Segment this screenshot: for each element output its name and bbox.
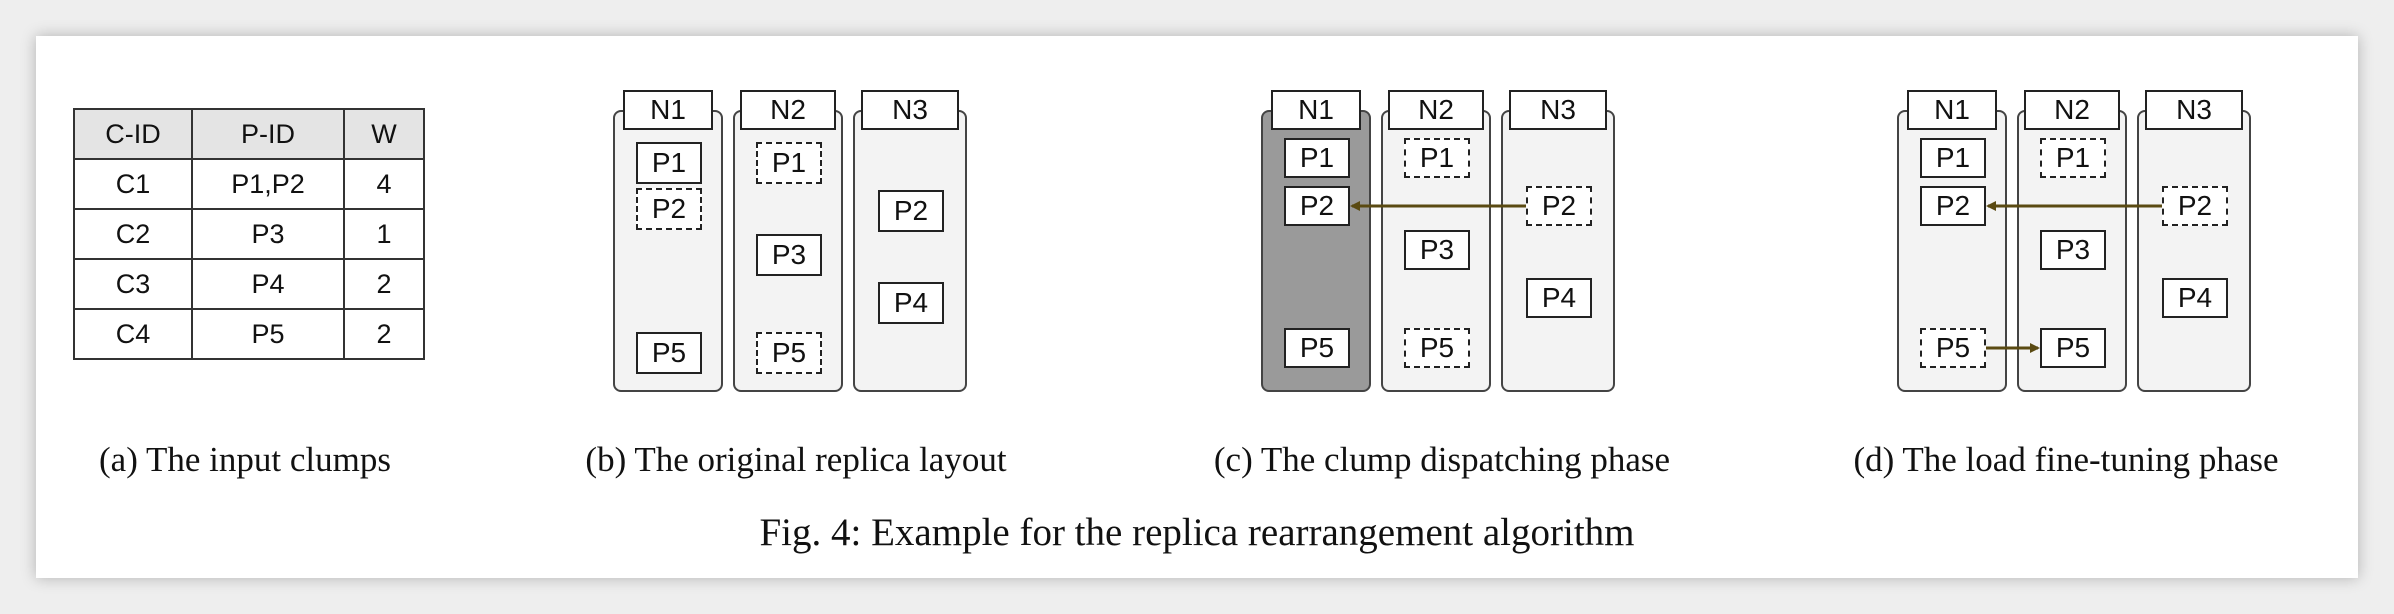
node-label: N2 (740, 90, 836, 130)
node-label: N3 (861, 90, 959, 130)
node-label: N3 (2145, 90, 2243, 130)
caption-a: (a) The input clumps (99, 440, 391, 479)
partition-replica: P1 (1284, 138, 1350, 178)
table-cell: 2 (343, 258, 425, 310)
partition-replica: P2 (1920, 186, 1986, 226)
table-cell: C3 (73, 258, 193, 310)
table-row: C4 P5 2 (73, 308, 425, 360)
table-cell: C2 (73, 208, 193, 260)
clump-table: C-ID P-ID W C1 P1,P2 4 C2 P3 1 C3 P4 2 C… (73, 108, 425, 360)
partition-replica-dashed: P2 (2162, 186, 2228, 226)
partition-replica-dashed: P2 (1526, 186, 1592, 226)
figure-card: C-ID P-ID W C1 P1,P2 4 C2 P3 1 C3 P4 2 C… (36, 36, 2358, 578)
partition-replica: P4 (878, 282, 944, 324)
table-row: C3 P4 2 (73, 258, 425, 310)
table-cell: 2 (343, 308, 425, 360)
partition-replica: P3 (2040, 230, 2106, 270)
partition-replica-dashed: P5 (756, 332, 822, 374)
migration-arrows (1350, 201, 2162, 353)
caption-c: (c) The clump dispatching phase (1213, 440, 1671, 479)
table-row: C2 P3 1 (73, 208, 425, 260)
column-header: C-ID (73, 108, 193, 160)
partition-replica: P3 (1404, 230, 1470, 270)
partition-replica: P4 (2162, 278, 2228, 318)
partition-replica-dashed: P5 (1404, 328, 1470, 368)
table-cell: C4 (73, 308, 193, 360)
node-n3 (853, 110, 967, 392)
partition-replica: P5 (1284, 328, 1350, 368)
partition-replica: P3 (756, 234, 822, 276)
partition-replica: P5 (636, 332, 702, 374)
caption-b: (b) The original replica layout (585, 440, 1007, 479)
node-label: N1 (1907, 90, 1997, 130)
partition-replica-dashed: P5 (1920, 328, 1986, 368)
table-cell: P1,P2 (191, 158, 345, 210)
table-cell: P5 (191, 308, 345, 360)
node-label: N1 (1271, 90, 1361, 130)
node-n1 (1897, 110, 2007, 392)
table-row: C1 P1,P2 4 (73, 158, 425, 210)
table-cell: C1 (73, 158, 193, 210)
node-label: N2 (1388, 90, 1484, 130)
partition-replica: P2 (878, 190, 944, 232)
partition-replica: P4 (1526, 278, 1592, 318)
node-label: N3 (1509, 90, 1607, 130)
partition-replica-dashed: P1 (1404, 138, 1470, 178)
table-cell: 4 (343, 158, 425, 210)
column-header: P-ID (191, 108, 345, 160)
partition-replica: P5 (2040, 328, 2106, 368)
node-label: N1 (623, 90, 713, 130)
table-header-row: C-ID P-ID W (73, 108, 425, 160)
partition-replica-dashed: P1 (2040, 138, 2106, 178)
table-cell: P4 (191, 258, 345, 310)
node-label: N2 (2024, 90, 2120, 130)
figure-caption: Fig. 4: Example for the replica rearrang… (759, 511, 1635, 554)
node-n3 (1501, 110, 1615, 392)
table-cell: P3 (191, 208, 345, 260)
partition-replica: P2 (1284, 186, 1350, 226)
caption-d: (d) The load fine-tuning phase (1853, 440, 2279, 479)
column-header: W (343, 108, 425, 160)
partition-replica-dashed: P2 (636, 188, 702, 230)
partition-replica: P1 (1920, 138, 1986, 178)
partition-replica-dashed: P1 (756, 142, 822, 184)
partition-replica: P1 (636, 142, 702, 184)
table-cell: 1 (343, 208, 425, 260)
node-n3 (2137, 110, 2251, 392)
